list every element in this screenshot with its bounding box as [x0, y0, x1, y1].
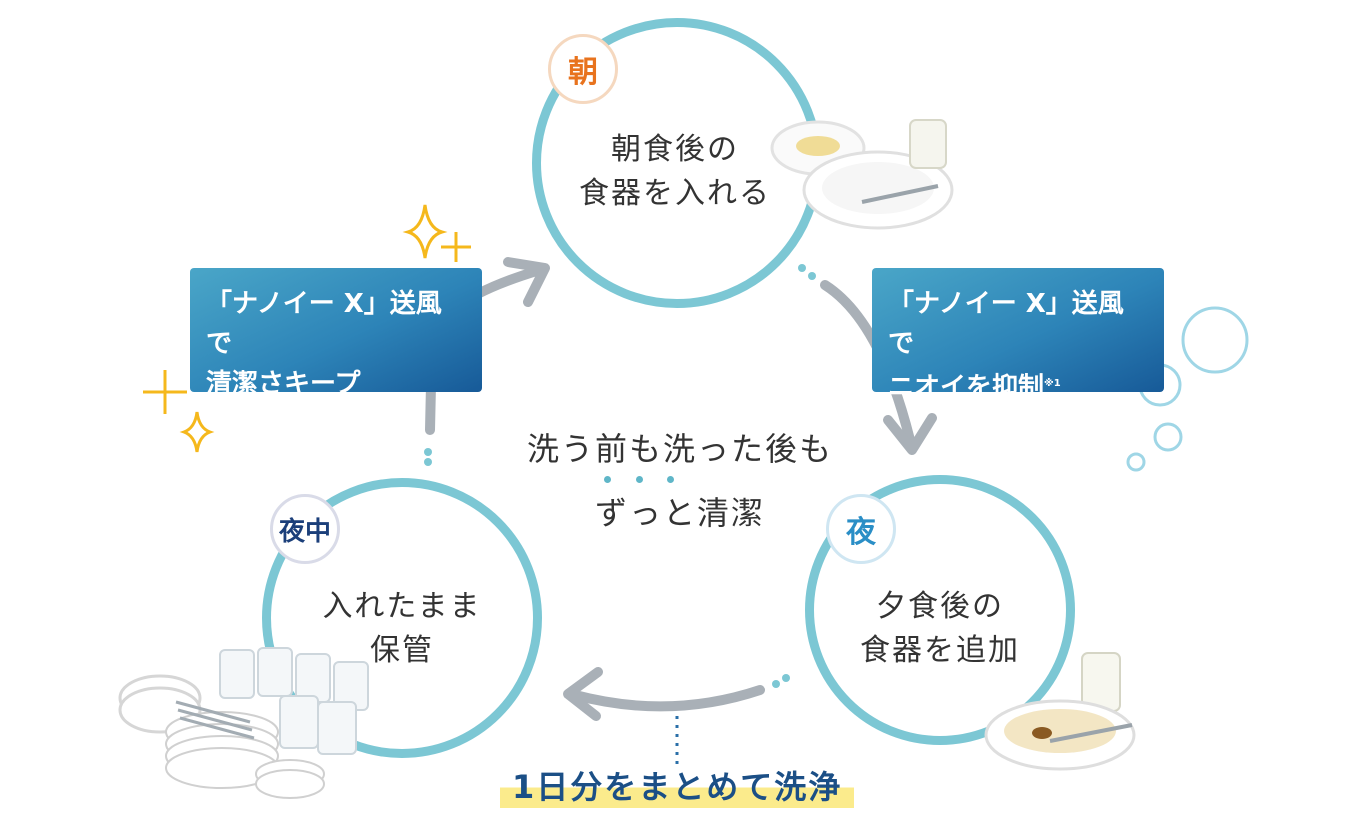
midnight-line2: 保管 — [370, 633, 434, 668]
left-box-line2: 清潔さキープ — [206, 369, 361, 399]
night-line1: 夕食後の — [876, 589, 1004, 624]
bottom-wash-label: 1日分をまとめて洗浄 — [500, 762, 855, 808]
emphasis-dot — [604, 476, 611, 483]
midnight-text: 入れたまま 保管 — [292, 585, 512, 673]
midnight-dishes-image — [118, 647, 369, 799]
night-dishes-image — [984, 652, 1136, 771]
center-line2: ずっと清潔 — [594, 494, 765, 532]
arrowhead-night — [883, 413, 937, 455]
arrowhead-midnight — [563, 667, 603, 721]
morning-text: 朝食後の 食器を入れる — [560, 128, 790, 216]
morning-line1: 朝食後の — [611, 132, 739, 167]
night-line2: 食器を追加 — [860, 633, 1020, 668]
morning-badge: 朝 — [548, 34, 618, 104]
morning-dishes-image — [770, 119, 954, 230]
night-badge-label: 夜 — [846, 515, 876, 550]
dotted-connectors — [424, 264, 816, 688]
right-box-line2: ニオイを抑制 — [888, 372, 1045, 403]
left-feature-box: 「ナノイー X」送風で 清潔さキープ — [190, 268, 482, 399]
morning-badge-label: 朝 — [568, 55, 598, 90]
right-box-line1: 「ナノイー X」送風で — [888, 289, 1124, 359]
arrow-night-to-midnight — [570, 685, 765, 712]
right-feature-box: 「ナノイー X」送風で ニオイを抑制※1 — [872, 268, 1164, 403]
morning-line2: 食器を入れる — [579, 176, 771, 211]
emphasis-dot — [667, 476, 674, 483]
midnight-line1: 入れたまま — [322, 589, 482, 624]
emphasis-dot — [636, 476, 643, 483]
night-badge: 夜 — [826, 494, 896, 564]
midnight-badge-label: 夜中 — [278, 516, 331, 547]
left-box-line1: 「ナノイー X」送風で — [206, 289, 442, 359]
sparkle-icon — [143, 204, 471, 453]
right-box-note: ※1 — [1044, 378, 1061, 389]
arrowhead-morning — [503, 257, 550, 307]
night-text: 夕食後の 食器を追加 — [830, 585, 1050, 673]
right-box-line2-wrap: ニオイを抑制※1 — [888, 364, 1148, 408]
midnight-badge: 夜中 — [270, 494, 340, 564]
center-line1: 洗う前も洗った後も — [526, 430, 833, 468]
